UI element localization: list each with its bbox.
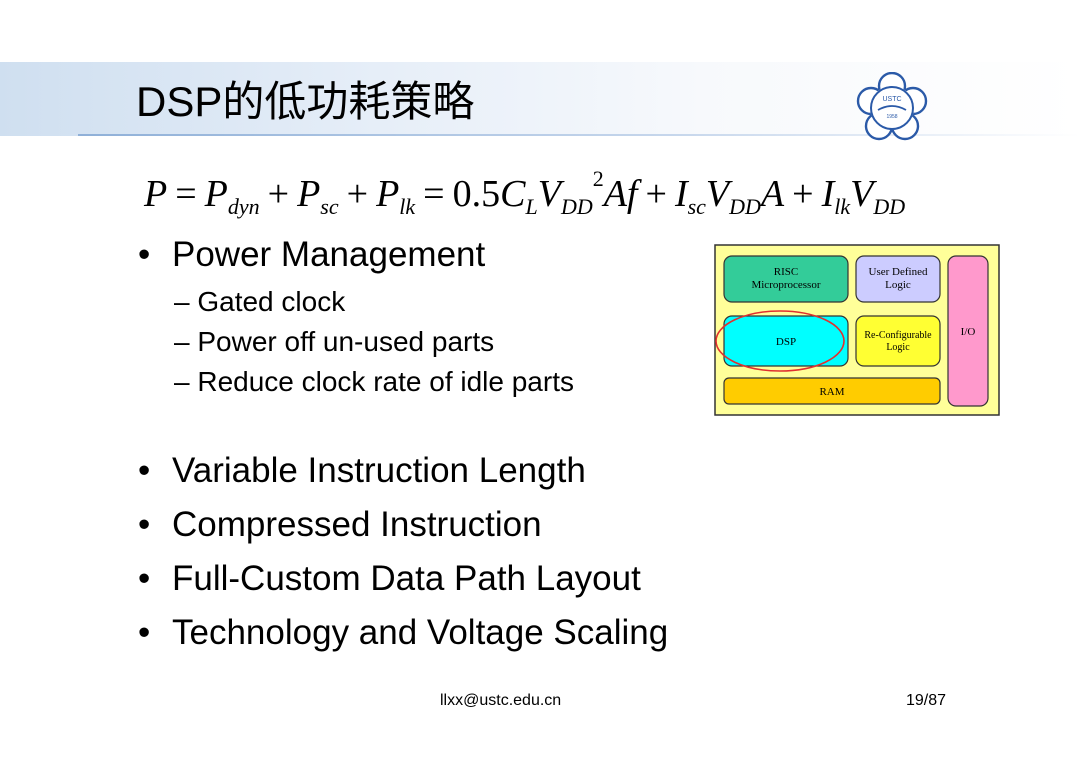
bullet-item: • Compressed Instruction	[138, 498, 838, 552]
bullet-dot: •	[138, 505, 151, 544]
formula-v2: V	[705, 173, 730, 215]
formula-sub-dd2: DD	[729, 194, 761, 219]
formula-c: C	[500, 173, 526, 215]
block-reconfigurable-logic	[855, 315, 941, 367]
formula-v1: V	[537, 173, 561, 215]
block-user-defined-logic	[855, 255, 941, 303]
footer-email: llxx@ustc.edu.cn	[440, 692, 562, 709]
bullet-dot: •	[138, 613, 151, 652]
bullet-text: Compressed Instruction	[172, 505, 542, 544]
formula-isc: I	[674, 173, 688, 215]
slide-title: DSP的低功耗策略	[136, 78, 475, 125]
bullet-item: • Full-Custom Data Path Layout	[138, 552, 838, 606]
block-dsp	[723, 315, 849, 367]
sub-bullet-item: – Reduce clock rate of idle parts	[174, 366, 574, 397]
bullet-item: • Power Management	[138, 228, 698, 282]
formula-a: A	[760, 173, 785, 215]
bullet-dot: •	[138, 451, 151, 490]
power-formula: P=Pdyn+Psc+Plk=0.5CLVDD2Af+IscVDDA+IlkVD…	[144, 166, 906, 219]
bullet-item: • Technology and Voltage Scaling	[138, 606, 838, 660]
block-dsp-label: DSP	[776, 336, 796, 348]
block-risc-label-2: Microprocessor	[751, 279, 820, 291]
block-udl-label-1: User Defined	[869, 266, 928, 278]
formula-exp: 2	[592, 166, 604, 191]
logo-ring	[870, 86, 914, 130]
bullet-dot: •	[138, 559, 151, 598]
formula-v3: V	[850, 173, 874, 215]
bullet-dot: •	[138, 235, 151, 274]
formula-sub-sc: sc	[320, 194, 339, 219]
bullet-item: • Variable Instruction Length	[138, 444, 838, 498]
formula-sub-dyn: dyn	[227, 194, 260, 219]
formula-psc: P	[297, 173, 321, 215]
formula-sub-dd3: DD	[873, 194, 906, 219]
block-ram	[723, 377, 941, 405]
footer-page-number: 19/87	[906, 692, 947, 709]
block-ram-label: RAM	[819, 386, 844, 398]
sub-bullet-item: – Gated clock	[174, 286, 346, 317]
formula-coef: 0.5	[452, 173, 501, 215]
bullet-text: Technology and Voltage Scaling	[172, 613, 669, 652]
block-reconf-label-2: Logic	[886, 342, 910, 353]
formula-plk: P	[376, 173, 400, 215]
formula-sub-l: L	[525, 194, 538, 219]
ustc-logo: USTC 1958	[856, 72, 928, 141]
bullet-text: Power Management	[172, 235, 486, 274]
bullet-list-lower: • Variable Instruction Length • Compress…	[138, 444, 838, 660]
formula-p: P	[144, 173, 168, 215]
logo-year: 1958	[886, 114, 897, 120]
block-reconf-label-1: Re-Configurable	[864, 330, 932, 341]
bullet-text: Variable Instruction Length	[172, 451, 586, 490]
dsp-highlight-ellipse	[715, 310, 845, 372]
block-risc	[723, 255, 849, 303]
sub-bullet-item: – Power off un-used parts	[174, 326, 495, 357]
soc-block-diagram: RISC Microprocessor User Defined Logic I…	[714, 244, 1000, 416]
formula-sub-lk: lk	[399, 194, 416, 219]
bullet-list-upper: • Power Management – Gated clock – Power…	[138, 228, 698, 402]
bullet-text: Full-Custom Data Path Layout	[172, 559, 641, 598]
block-io-label: I/O	[961, 326, 976, 338]
formula-sub-sc2: sc	[687, 194, 706, 219]
title-underline	[78, 134, 1080, 136]
formula-af: Af	[603, 173, 638, 215]
block-io	[947, 255, 989, 407]
logo-text: USTC	[882, 96, 901, 103]
formula-ilk: I	[821, 173, 835, 215]
block-udl-label-2: Logic	[885, 279, 911, 291]
formula-pdyn: P	[204, 173, 228, 215]
block-risc-label-1: RISC	[774, 266, 798, 278]
formula-sub-lk2: lk	[834, 194, 851, 219]
formula-sub-dd1: DD	[560, 194, 593, 219]
